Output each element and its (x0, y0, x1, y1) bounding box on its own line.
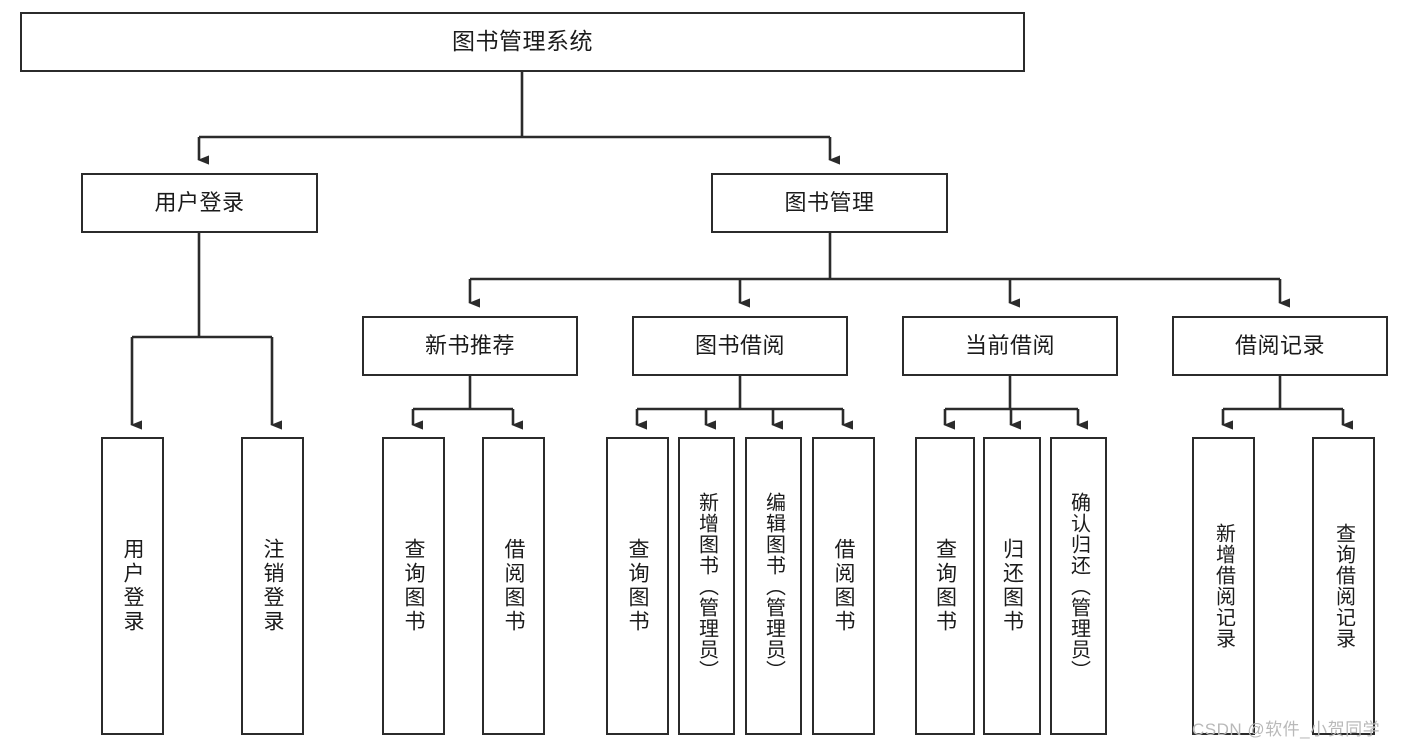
node-new-book-recommendation[interactable]: 新书推荐 (362, 316, 578, 376)
node-root-book-management-system[interactable]: 图书管理系统 (20, 12, 1025, 72)
leaf-record-add-record[interactable]: 新增借阅记录 (1192, 437, 1255, 735)
node-label: 用户登录 (121, 538, 144, 634)
node-label: 归还图书 (1000, 538, 1024, 634)
node-user-login[interactable]: 用户登录 (81, 173, 318, 233)
node-label: 查询图书 (626, 538, 649, 634)
node-label: 图书借阅 (694, 333, 785, 359)
node-label: 查询借阅记录 (1332, 523, 1355, 649)
leaf-current-query-book[interactable]: 查询图书 (915, 437, 975, 735)
leaf-user-login-logout[interactable]: 注销登录 (241, 437, 304, 735)
node-current-borrowing[interactable]: 当前借阅 (902, 316, 1118, 376)
leaf-recommend-query-book[interactable]: 查询图书 (382, 437, 445, 735)
leaf-borrow-edit-book-admin[interactable]: 编辑图书（管理员） (745, 437, 802, 735)
node-label: 借阅图书 (502, 538, 525, 634)
leaf-record-query-record[interactable]: 查询借阅记录 (1312, 437, 1375, 735)
csdn-watermark: CSDN @软件_小贺同学 (1192, 720, 1381, 739)
leaf-borrow-query-book[interactable]: 查询图书 (606, 437, 669, 735)
node-label: 确认归还（管理员） (1067, 491, 1090, 681)
node-book-management[interactable]: 图书管理 (711, 173, 948, 233)
leaf-borrow-borrow-book[interactable]: 借阅图书 (812, 437, 875, 735)
node-label: 图书管理系统 (452, 28, 593, 55)
leaf-user-login-login[interactable]: 用户登录 (101, 437, 164, 735)
leaf-borrow-add-book-admin[interactable]: 新增图书（管理员） (678, 437, 735, 735)
node-borrowing-records[interactable]: 借阅记录 (1172, 316, 1388, 376)
node-label: 图书管理 (784, 190, 875, 216)
node-book-borrowing[interactable]: 图书借阅 (632, 316, 848, 376)
node-label: 当前借阅 (964, 333, 1055, 359)
node-label: 查询图书 (402, 538, 425, 634)
leaf-current-confirm-return-admin[interactable]: 确认归还（管理员） (1050, 437, 1107, 735)
node-label: 借阅图书 (832, 538, 855, 634)
node-label: 编辑图书（管理员） (762, 491, 785, 681)
node-label: 新增借阅记录 (1212, 523, 1235, 649)
node-label: 新增图书（管理员） (695, 491, 718, 681)
leaf-current-return-book[interactable]: 归还图书 (983, 437, 1041, 735)
node-label: 借阅记录 (1234, 333, 1325, 359)
node-label: 用户登录 (154, 190, 245, 216)
node-label: 查询图书 (933, 538, 957, 634)
leaf-recommend-borrow-book[interactable]: 借阅图书 (482, 437, 545, 735)
node-label: 新书推荐 (424, 333, 515, 359)
node-label: 注销登录 (261, 538, 284, 634)
